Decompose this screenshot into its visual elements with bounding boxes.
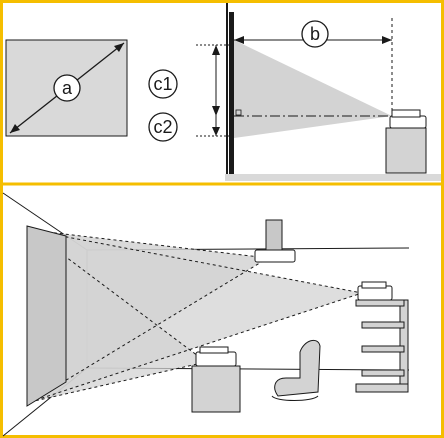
shelf-projector-top xyxy=(361,281,387,289)
label-c2-circle xyxy=(148,112,178,142)
ceiling-projector-icon xyxy=(254,249,296,263)
label-c1: c1 xyxy=(153,74,172,94)
b-arrow-left-icon xyxy=(234,36,244,44)
label-b: b xyxy=(310,24,320,44)
arrowhead-down-icon xyxy=(10,124,20,133)
c1-arrow-down-icon xyxy=(212,106,220,116)
arrowhead-up-icon xyxy=(114,43,124,52)
label-b-circle xyxy=(301,20,329,48)
right-angle-mark xyxy=(235,109,242,116)
chair-base xyxy=(271,395,319,401)
table-projector-top xyxy=(199,346,229,354)
label-a: a xyxy=(62,78,73,98)
c1-arrow-up-icon xyxy=(212,45,220,55)
beam-edge-3 xyxy=(29,229,363,294)
floor-strip xyxy=(225,174,441,181)
side-stand xyxy=(385,127,427,174)
beam-edge-2 xyxy=(29,257,269,403)
beam-edge-4 xyxy=(29,292,363,403)
ceiling-mount-bracket xyxy=(265,219,283,253)
b-arrow-right-icon xyxy=(382,36,392,44)
label-a-circle xyxy=(53,74,81,102)
label-c1-circle xyxy=(148,69,178,99)
label-c2: c2 xyxy=(153,117,172,137)
chair-icon xyxy=(274,339,321,397)
floor-table xyxy=(191,365,241,413)
shelf-board-2 xyxy=(361,321,405,329)
wall-screen xyxy=(26,225,67,407)
side-projector-top xyxy=(391,109,421,118)
shelf-board-3 xyxy=(361,345,405,353)
side-projection-beam xyxy=(234,40,392,138)
side-projector-icon xyxy=(389,115,427,129)
shelf-base xyxy=(355,383,409,393)
beam-edge-6 xyxy=(29,361,207,403)
shelf-board-4 xyxy=(361,369,405,377)
table-projector-icon xyxy=(195,351,237,367)
c2-arrow-down-icon xyxy=(212,127,220,136)
wall-screen-edge xyxy=(229,12,234,175)
beam-edge-1 xyxy=(29,229,269,259)
shelf-board-1 xyxy=(355,299,405,307)
